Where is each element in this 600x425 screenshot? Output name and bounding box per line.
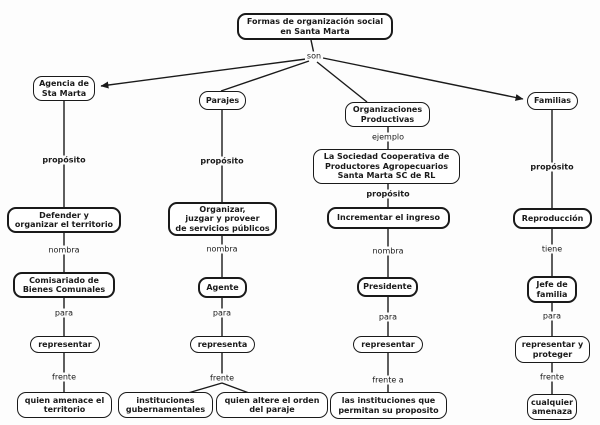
node-instituciones-gubernamentales: instituciones gubernamentales — [118, 392, 213, 418]
node-presidente: Presidente — [357, 277, 418, 297]
node-representar-cooperativa: representar — [353, 336, 423, 353]
edge-son-familias — [322, 57, 524, 101]
link-label-para-parajes: para — [210, 308, 234, 318]
link-label-frente-agencia: frente — [50, 372, 78, 382]
link-label-para-agencia: para — [52, 308, 76, 318]
node-organizar-servicios: Organizar, juzgar y proveer de servicios… — [168, 202, 277, 236]
link-label-nombra-parajes: nombra — [204, 244, 240, 254]
node-representar-proteger: representar y proteger — [515, 336, 590, 363]
link-label-nombra-cooperativa: nombra — [370, 246, 406, 256]
edge-frente-instituciones — [187, 382, 223, 394]
link-label-proposito-parajes: propósito — [198, 156, 246, 166]
edge-son-parajes — [220, 60, 310, 92]
node-representa: representa — [190, 336, 255, 353]
link-label-ejemplo: ejemplo — [369, 132, 407, 142]
node-familias: Familias — [527, 92, 578, 110]
node-organizaciones-productivas: Organizaciones Productivas — [345, 102, 430, 127]
edge-son-organizaciones — [316, 61, 368, 103]
node-title: Formas de organización social en Santa M… — [237, 13, 393, 40]
link-label-frente-parajes: frente — [208, 373, 236, 383]
link-label-para-cooperativa: para — [376, 312, 400, 322]
link-label-proposito-familias: propósito — [528, 162, 576, 172]
link-label-son: son — [304, 51, 324, 61]
node-defender-territorio: Defender y organizar el territorio — [7, 207, 121, 233]
link-label-proposito-agencia: propósito — [40, 155, 88, 165]
node-las-instituciones: las instituciones que permitan su propos… — [330, 392, 447, 419]
node-sociedad-cooperativa: La Sociedad Cooperativa de Productores A… — [313, 149, 460, 184]
link-label-proposito-cooperativa: propósito — [364, 189, 412, 199]
node-representar-agencia: representar — [30, 336, 100, 353]
edge-son-agencia — [100, 58, 307, 89]
link-label-nombra-agencia: nombra — [46, 245, 82, 255]
node-cualquier-amenaza: cualquier amenaza — [527, 394, 577, 420]
node-comisariado: Comisariado de Bienes Comunales — [13, 272, 115, 298]
node-quien-amenace: quien amenace el territorio — [17, 392, 112, 418]
edge-frente-quien-altere — [221, 382, 250, 394]
node-reproduccion: Reproducción — [513, 208, 592, 229]
node-agencia-sta-marta: Agencia de Sta Marta — [33, 76, 95, 101]
node-agente: Agente — [198, 277, 247, 298]
link-label-tiene: tiene — [539, 244, 565, 254]
node-quien-altere: quien altere el orden del paraje — [216, 392, 328, 418]
link-label-frente-familias: frente — [538, 372, 566, 382]
link-label-para-familias: para — [540, 311, 564, 321]
link-label-frente-a: frente a — [370, 375, 406, 385]
node-incrementar-ingreso: Incrementar el ingreso — [327, 207, 450, 229]
node-jefe-familia: Jefe de familia — [527, 276, 577, 303]
node-parajes: Parajes — [199, 91, 246, 110]
